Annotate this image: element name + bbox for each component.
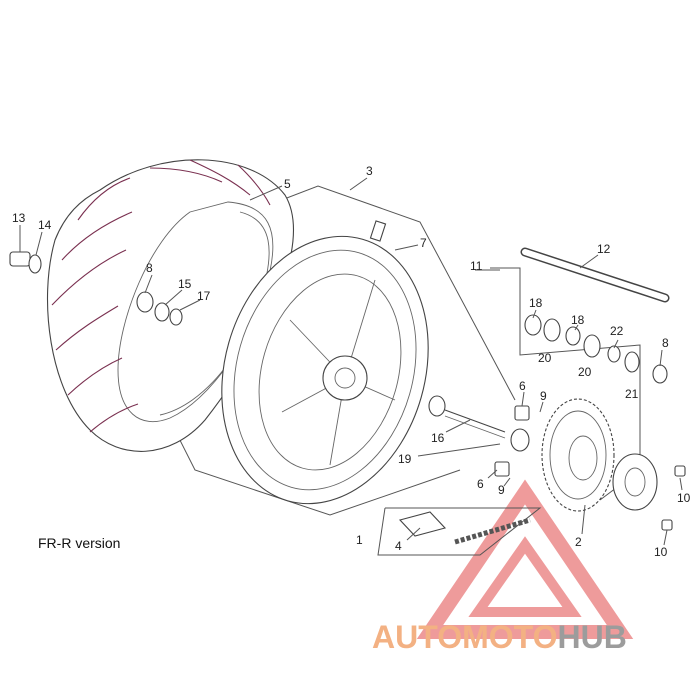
callout-leaders [19,177,683,546]
callout-13: 13 [12,211,26,225]
chain-adjuster [398,511,447,537]
sprocket-carrier [612,453,686,531]
callout-21: 21 [625,387,639,401]
callout-8-left: 8 [146,261,153,275]
callout-8-right: 8 [662,336,669,350]
callout-6-upper: 6 [519,379,526,393]
callout-18-left: 18 [529,296,543,310]
callout-6-lower: 6 [477,477,484,491]
watermark-part-hub: HUB [557,619,626,655]
axle [520,247,670,303]
watermark-logo [416,479,634,639]
callout-18-right: 18 [571,313,585,327]
callout-4: 4 [395,539,402,553]
callout-20-right: 20 [578,365,592,379]
sprocket [541,398,615,512]
callout-12: 12 [597,242,611,256]
callout-7: 7 [420,236,427,250]
callout-9-upper: 9 [540,389,547,403]
callout-10-upper: 10 [677,491,691,505]
watermark-part-moto: MOTO [462,619,557,655]
callout-9-lower: 9 [498,483,505,497]
callout-labels: 1 2 3 4 5 6 6 7 8 8 9 9 10 10 11 12 13 1… [12,164,691,559]
callout-14: 14 [38,218,52,232]
watermark-part-auto: AUTO [372,619,462,655]
callout-3: 3 [366,164,373,178]
callout-1: 1 [356,533,363,547]
wheel-rim [221,220,429,505]
callout-11: 11 [470,259,483,273]
callout-15: 15 [178,277,192,291]
callout-10-lower: 10 [654,545,668,559]
callout-16: 16 [431,431,445,445]
version-caption: FR-R version [38,535,120,551]
callout-19: 19 [398,452,412,466]
callout-20-left: 20 [538,351,552,365]
callout-17: 17 [197,289,211,303]
callout-22: 22 [610,324,624,338]
callout-2: 2 [575,535,582,549]
chain [454,517,531,545]
hub-parts [9,251,668,477]
watermark-text: AUTOMOTOHUB [372,619,627,655]
callout-5: 5 [284,177,291,191]
